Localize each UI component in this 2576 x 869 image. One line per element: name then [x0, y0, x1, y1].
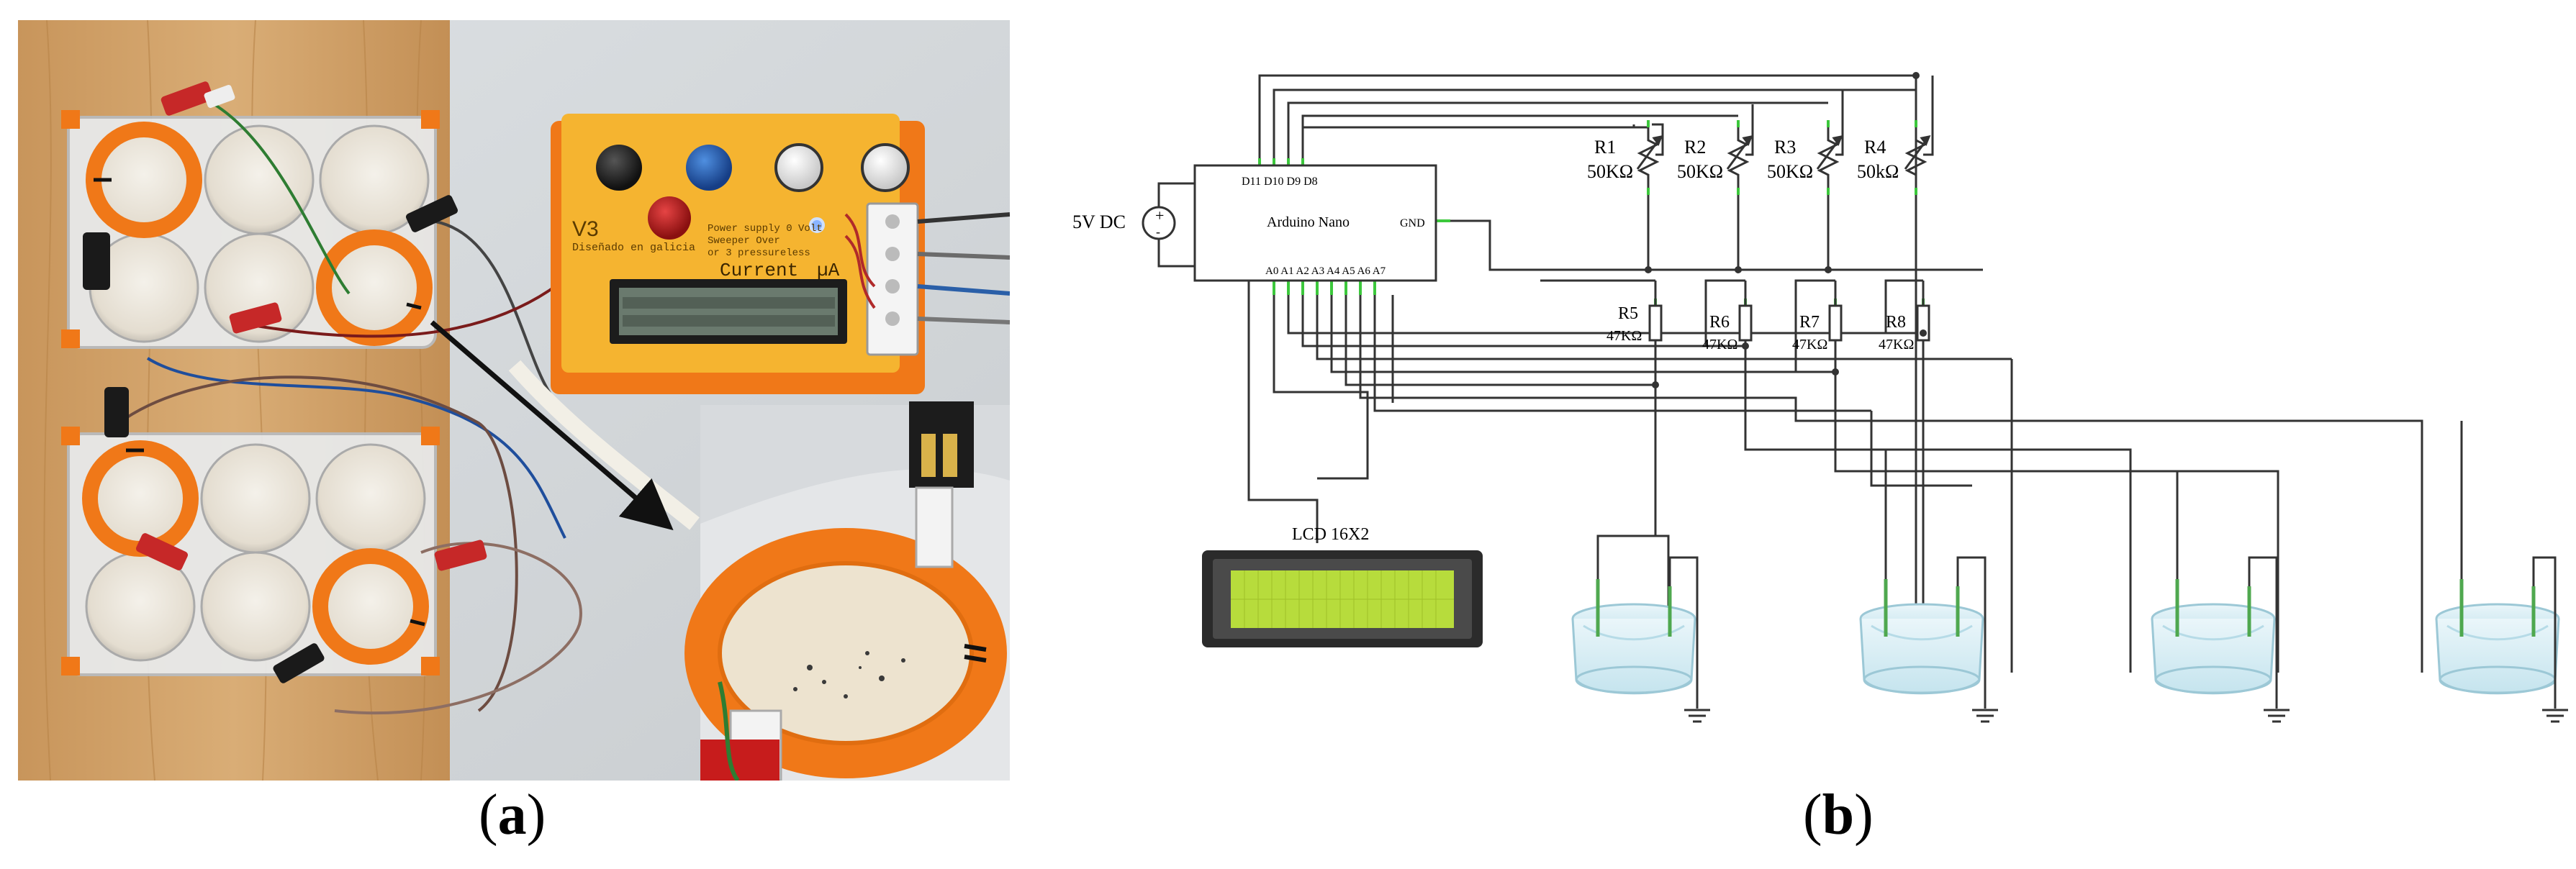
- r8-name: R8: [1886, 313, 1906, 332]
- well-plate-bottom: [61, 427, 440, 676]
- power-label: 5V DC: [1072, 211, 1126, 232]
- r7-value: 47KΩ: [1792, 337, 1827, 352]
- potentiometer-r2: [1727, 127, 1750, 187]
- caption-b: (b): [1803, 783, 1874, 847]
- potentiometer-r3: [1817, 127, 1840, 187]
- electrode-well-4: [2435, 556, 2568, 723]
- device-side-note: Diseñado en galicia: [572, 242, 695, 254]
- lcd-16x2: [1202, 550, 1483, 647]
- device-note: Power supply 0 Volt: [708, 223, 823, 235]
- device-note: or 3 pressureless: [708, 247, 810, 259]
- device-display-unit: µA: [817, 260, 840, 281]
- resistor-r5: [1648, 304, 1663, 342]
- r7-name: R7: [1799, 313, 1820, 332]
- r2-value: 50KΩ: [1677, 161, 1723, 182]
- resistor-r7: [1828, 304, 1843, 342]
- knob-4[interactable]: [861, 143, 910, 192]
- device-display-label: Current: [720, 260, 798, 281]
- arduino-name: Arduino Nano: [1267, 214, 1350, 230]
- electrode-well-1: [1571, 556, 1710, 723]
- electrode-ring: [312, 548, 429, 665]
- electrode-ring: [316, 229, 433, 346]
- arduino-nano: [1193, 164, 1437, 282]
- current-source-device: V3 Power supply 0 Volt Sweeper Over or 3…: [551, 114, 1010, 394]
- svg-text:+: +: [1155, 206, 1164, 224]
- zoom-arrow: [430, 320, 674, 531]
- status-led: [809, 217, 825, 233]
- potentiometer-r1: [1637, 127, 1660, 187]
- device-note: Sweeper Over: [708, 235, 780, 247]
- r6-name: R6: [1709, 313, 1730, 332]
- r6-value: 47KΩ: [1702, 337, 1737, 352]
- zoom-inset: [684, 401, 1010, 781]
- r3-name: R3: [1774, 137, 1796, 158]
- clip-connectors: [83, 81, 487, 683]
- potentiometer-r4: [1904, 127, 1928, 187]
- dc-power-source: + -: [1142, 182, 1195, 268]
- arduino-gnd: GND: [1400, 217, 1425, 229]
- photo-panel: V3 Power supply 0 Volt Sweeper Over or 3…: [18, 20, 1010, 781]
- r4-name: R4: [1864, 137, 1886, 158]
- knob-5[interactable]: [648, 196, 691, 240]
- knob-1[interactable]: [596, 145, 642, 191]
- r8-value: 47KΩ: [1879, 337, 1914, 352]
- r2-name: R2: [1684, 137, 1706, 158]
- resistor-r6: [1738, 304, 1753, 342]
- circuit-schematic: D11 D10 D9 D8 Arduino Nano GND A0 A1 A2 …: [1072, 72, 2568, 723]
- r1-name: R1: [1594, 137, 1616, 158]
- r5-value: 47KΩ: [1606, 328, 1642, 344]
- r3-value: 50KΩ: [1767, 161, 1813, 182]
- r1-value: 50KΩ: [1587, 161, 1633, 182]
- r5-name: R5: [1618, 304, 1638, 323]
- device-version: V3: [572, 217, 599, 241]
- r4-value: 50kΩ: [1857, 161, 1899, 182]
- electrode-well-2: [1859, 556, 1998, 723]
- svg-text:-: -: [1156, 224, 1160, 239]
- well-plate-top: [61, 110, 440, 349]
- knob-2[interactable]: [686, 145, 732, 191]
- lcd-label: LCD 16X2: [1292, 525, 1369, 544]
- cables: [117, 98, 738, 715]
- arduino-bottom-pins: A0 A1 A2 A3 A4 A5 A6 A7: [1265, 265, 1386, 277]
- caption-a: (a): [479, 783, 546, 847]
- electrode-well-3: [2151, 556, 2290, 723]
- arduino-top-pins: D11 D10 D9 D8: [1242, 176, 1318, 188]
- knob-3[interactable]: [774, 143, 823, 192]
